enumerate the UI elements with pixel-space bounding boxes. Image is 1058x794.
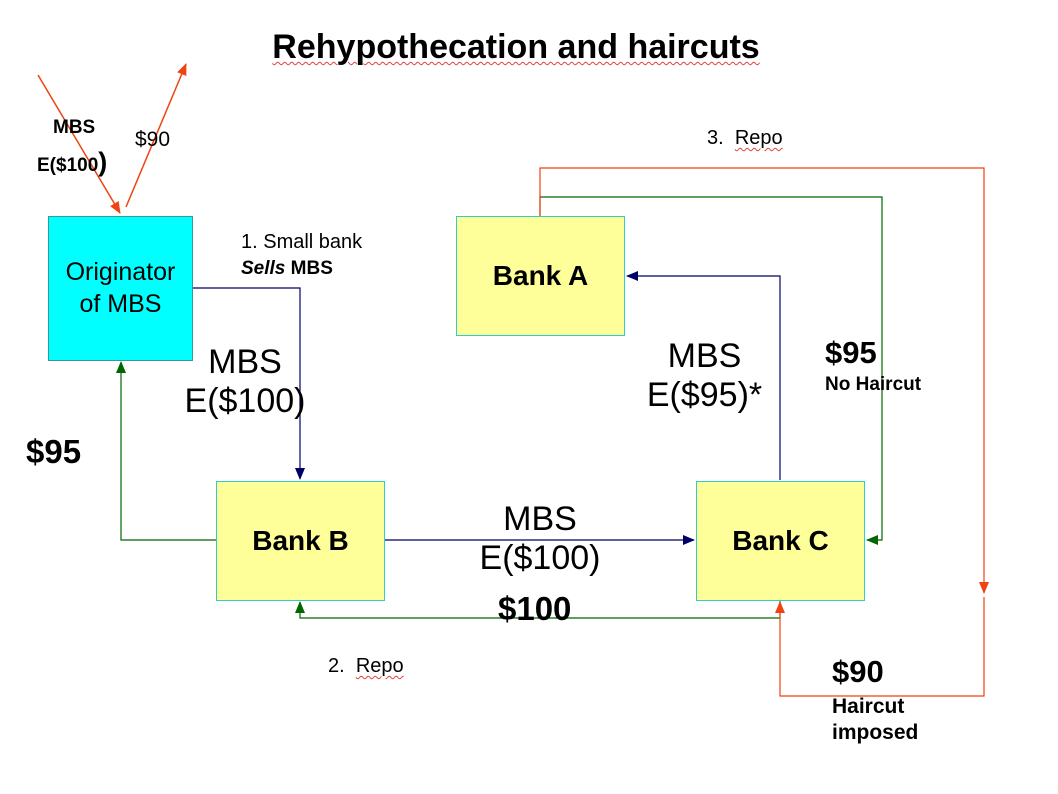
bank-b-box: Bank B (216, 481, 385, 601)
originator-label-line2: of MBS (79, 289, 162, 318)
bank-b-to-originator-arrow (116, 361, 216, 541)
c-to-b-cash-label: $100 (498, 590, 572, 627)
diagram-title: Rehypothecation and haircuts (272, 28, 760, 66)
c-to-a-mbs-label: MBS E($95)* (646, 337, 763, 415)
bank-c-box: Bank C (696, 481, 865, 601)
topleft-emv-label: E($100) (37, 147, 108, 177)
b-to-c-mbs-label: MBS E($100) (479, 500, 601, 578)
a-to-c-cash-label: $95 (825, 335, 877, 370)
a-to-c-note: No Haircut (825, 374, 922, 395)
cash-out-arrow (125, 63, 187, 208)
orig-to-b-mbs-label: MBS E($100) (184, 343, 306, 421)
topleft-mbs-label: MBS (53, 117, 96, 138)
topleft-cash-label: $90 (135, 128, 171, 151)
step3-label: 3. Repo (707, 127, 783, 149)
bank-c-label: Bank C (732, 525, 829, 556)
bank-b-label: Bank B (252, 525, 349, 556)
step2-label: 2. Repo (328, 655, 404, 677)
bank-a-box: Bank A (456, 216, 625, 336)
originator-box: Originator of MBS (48, 216, 193, 361)
repo-loop-up-arrow (775, 597, 985, 697)
repo-loop-down-arrow (539, 167, 989, 594)
step1-label: 1. Small bank (241, 231, 363, 253)
bank-c-to-bank-a-arrow (626, 271, 781, 480)
mbs-in-arrow (37, 74, 121, 214)
step1-sells-label: Sells MBS (241, 258, 333, 279)
originator-label-line1: Originator (65, 258, 176, 287)
bank-a-label: Bank A (492, 260, 589, 291)
b-to-orig-cash-label: $95 (26, 433, 82, 470)
haircut-note-line2: imposed (832, 721, 919, 744)
originator-to-bank-b-arrow (193, 287, 305, 480)
haircut-note-line1: Haircut (832, 695, 905, 718)
haircut-cash-label: $90 (832, 654, 884, 689)
